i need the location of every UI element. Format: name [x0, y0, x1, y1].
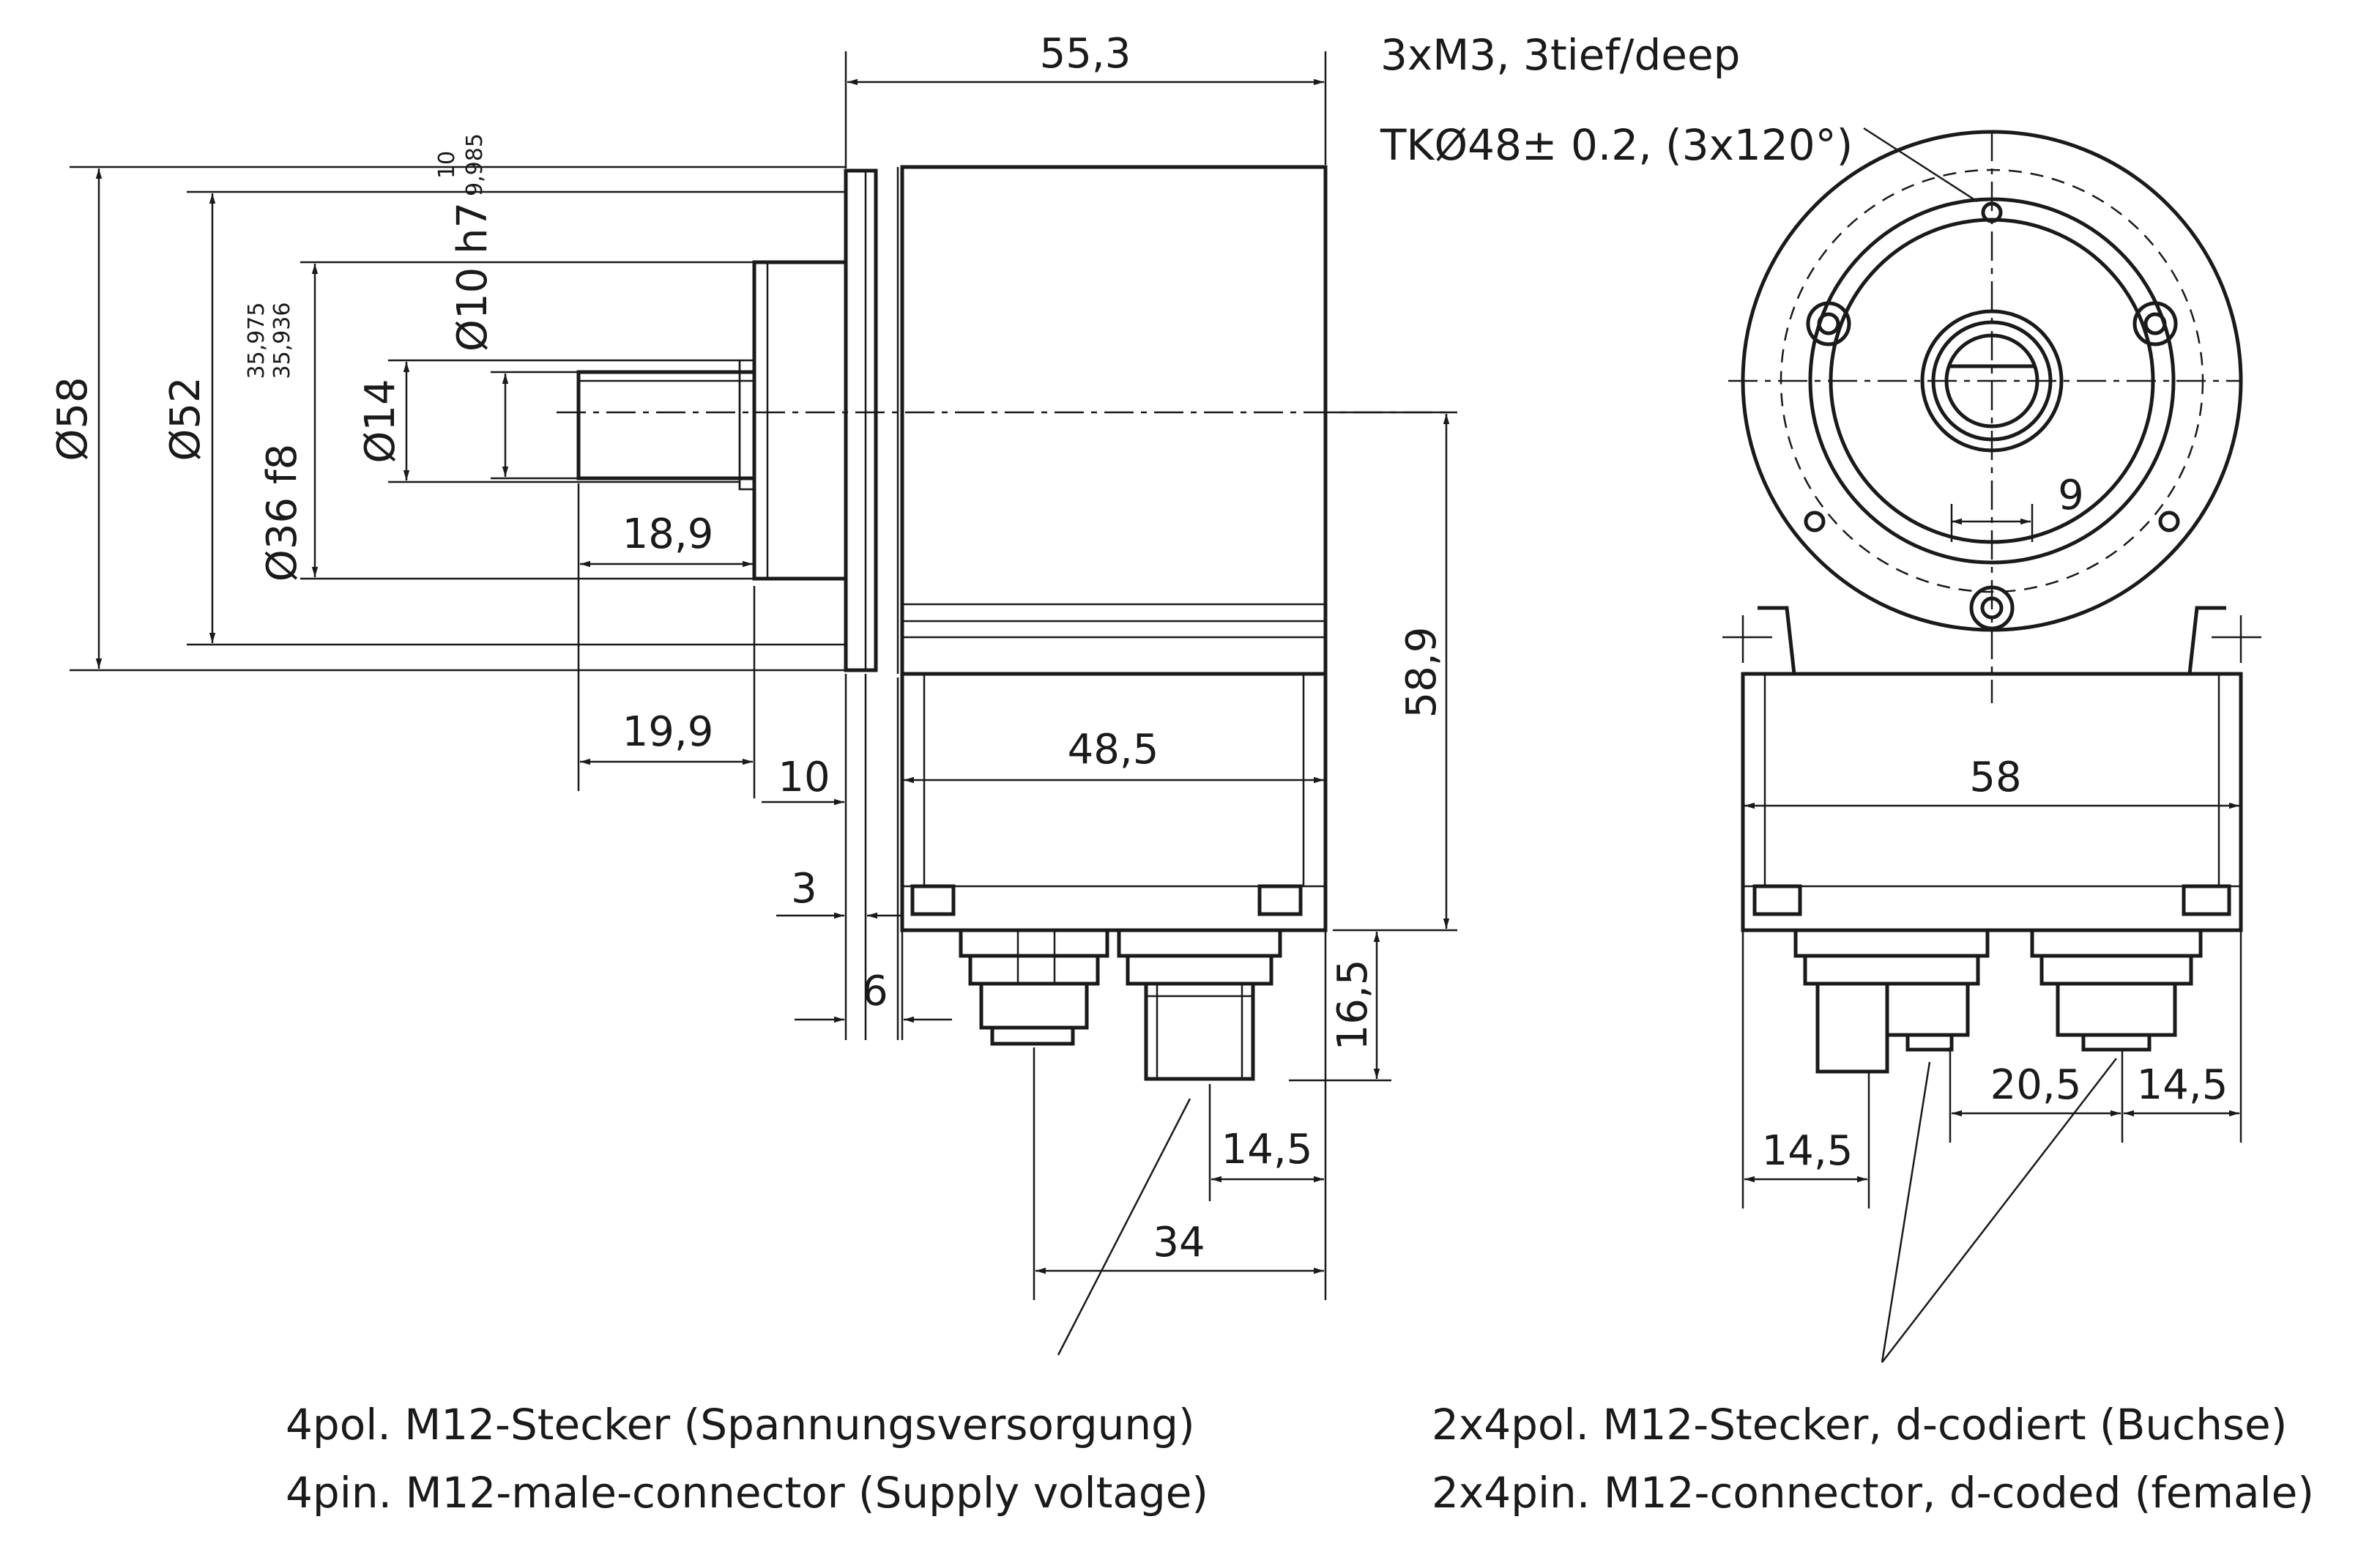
bus-connector-side — [1117, 928, 1282, 1081]
shaft-end — [1944, 333, 2039, 428]
dim-19-9: 19,9 — [622, 708, 714, 756]
flange — [844, 168, 878, 672]
dim-dia-36: Ø36 f8 — [259, 444, 306, 582]
hole-spec-line2: TKØ48± 0.2, (3x120°) — [1380, 120, 1853, 170]
note-right-en: 2x4pin. M12-connector, d-coded (female) — [1432, 1468, 2314, 1518]
notes: 4pol. M12-Stecker (Spannungsversorgung) … — [286, 1400, 2314, 1518]
dim-dia-52: Ø52 — [162, 376, 209, 461]
front-connectors — [1793, 928, 2203, 1074]
dim-16-5: 16,5 — [1329, 960, 1377, 1051]
shaft — [576, 370, 756, 480]
dim-6: 6 — [862, 968, 888, 1015]
dim-58-front: 58 — [1969, 754, 2021, 801]
dim-18-9: 18,9 — [622, 511, 714, 558]
note-left-en: 4pin. M12-male-connector (Supply voltage… — [286, 1468, 1208, 1518]
side-dimension-lines — [95, 78, 1450, 1274]
front-extension-lines — [1722, 504, 2261, 1209]
dim-58-9: 58,9 — [1398, 627, 1446, 719]
centering-circle — [1808, 197, 2176, 565]
connector-housing — [900, 672, 1328, 932]
front-view: 3xM3, 3tief/deep TKØ48± 0.2, (3x120°) 9 … — [1380, 30, 2261, 1363]
housing-shoulders — [1758, 606, 2226, 675]
dim-14-5-left: 14,5 — [1762, 1127, 1853, 1175]
dim-3: 3 — [791, 865, 817, 913]
shaft-collar — [1920, 309, 2064, 453]
hole-spec-line1: 3xM3, 3tief/deep — [1380, 30, 1740, 80]
tol-36-lower: 35,936 — [269, 303, 295, 379]
tol-10-upper: 10 — [434, 151, 460, 179]
side-extension-lines — [70, 51, 1457, 1300]
housing-body — [900, 165, 1328, 676]
bolt-circle — [1780, 168, 2204, 593]
supply-leader — [1057, 1098, 1191, 1356]
note-left-de: 4pol. M12-Stecker (Spannungsversorgung) — [286, 1400, 1195, 1450]
dim-14-5-right: 14,5 — [2137, 1061, 2228, 1109]
front-leaders — [1863, 127, 2117, 1363]
dim-14-5: 14,5 — [1221, 1126, 1313, 1173]
dim-48-5: 48,5 — [1068, 726, 1159, 773]
dim-10: 10 — [778, 754, 830, 801]
front-housing — [1741, 672, 2243, 932]
dim-20-5: 20,5 — [1990, 1061, 2082, 1109]
dim-dia-14: Ø14 — [357, 379, 404, 463]
tol-36-upper: 35,975 — [244, 303, 269, 379]
side-view: 55,3 Ø58 Ø52 Ø36 f8 35,975 35,936 Ø14 Ø1… — [49, 30, 1457, 1356]
dim-dia-58: Ø58 — [49, 376, 97, 461]
note-right-de: 2x4pol. M12-Stecker, d-codiert (Buchse) — [1432, 1400, 2287, 1450]
front-dimension-lines — [1744, 518, 2239, 1183]
dim-9: 9 — [2058, 472, 2084, 519]
supply-connector — [959, 928, 1109, 1046]
dim-length-top: 55,3 — [1040, 30, 1131, 78]
mounting-holes — [1804, 201, 2180, 631]
dim-dia-10: Ø10 h7 — [449, 202, 497, 352]
dim-34: 34 — [1153, 1219, 1205, 1266]
tol-10-lower: 9,985 — [462, 133, 488, 196]
